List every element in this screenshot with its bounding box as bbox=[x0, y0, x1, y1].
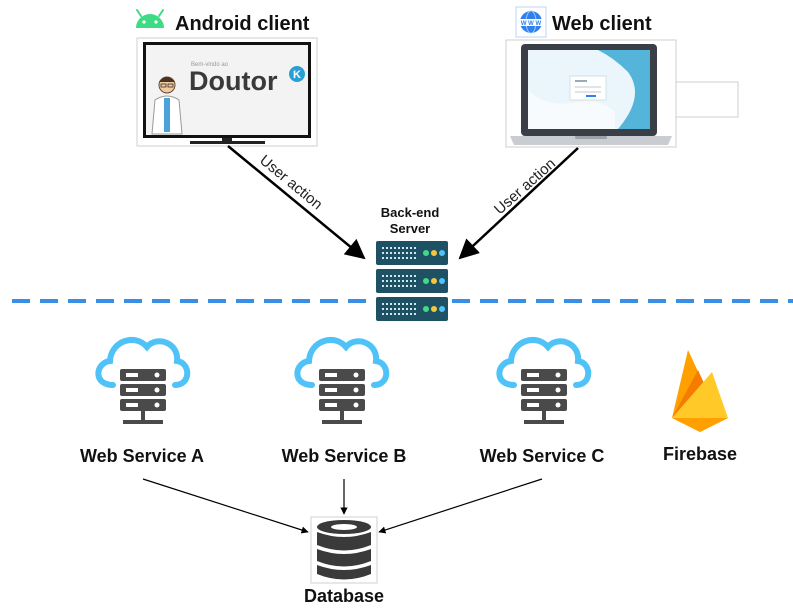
svg-text:W W W: W W W bbox=[521, 21, 542, 27]
server-rack-icon bbox=[376, 241, 448, 321]
laptop-illustration bbox=[505, 39, 739, 148]
firebase-label: Firebase bbox=[663, 444, 737, 464]
web-service-b: Web Service B bbox=[282, 340, 407, 466]
doctor-illustration bbox=[151, 76, 183, 135]
web-client: W W W Web client bbox=[505, 6, 739, 148]
web-client-title: Web client bbox=[552, 13, 652, 35]
web-service-c: Web Service C bbox=[480, 340, 605, 466]
arrow-service-c-to-db bbox=[378, 478, 543, 534]
android-client: Android client Bem-vindo ao Doutor K bbox=[136, 9, 318, 147]
left-user-action-label: User action bbox=[256, 152, 325, 213]
backend-server: Back-end Server bbox=[376, 205, 448, 321]
database-icon bbox=[310, 516, 378, 584]
brand-k-badge: K bbox=[289, 66, 305, 82]
brand-doutor-text: Doutor bbox=[189, 66, 278, 96]
arrow-service-a-to-db bbox=[142, 478, 309, 534]
database: Database bbox=[304, 516, 384, 606]
www-globe-icon: W W W bbox=[515, 6, 547, 38]
svg-text:K: K bbox=[293, 69, 301, 81]
cloud-server-icon bbox=[499, 340, 588, 424]
database-label: Database bbox=[304, 586, 384, 606]
web-service-a-label: Web Service A bbox=[80, 446, 204, 466]
welcome-text: Bem-vindo ao bbox=[191, 62, 229, 68]
android-client-title: Android client bbox=[175, 13, 310, 35]
tv-screen: Bem-vindo ao Doutor K bbox=[136, 37, 318, 147]
cloud-server-icon bbox=[297, 340, 386, 424]
arrow-android-to-server bbox=[227, 145, 366, 260]
web-service-b-label: Web Service B bbox=[282, 446, 407, 466]
android-robot-icon bbox=[136, 9, 164, 28]
cloud-server-icon bbox=[98, 340, 187, 424]
backend-title-line1: Back-end bbox=[381, 205, 440, 220]
right-user-action-label: User action bbox=[491, 155, 559, 218]
backend-title-line2: Server bbox=[390, 221, 430, 236]
firebase: Firebase bbox=[663, 350, 737, 464]
firebase-flame-icon bbox=[672, 350, 728, 432]
web-service-a: Web Service A bbox=[80, 340, 204, 466]
web-service-c-label: Web Service C bbox=[480, 446, 605, 466]
arrow-web-to-server bbox=[458, 147, 579, 260]
